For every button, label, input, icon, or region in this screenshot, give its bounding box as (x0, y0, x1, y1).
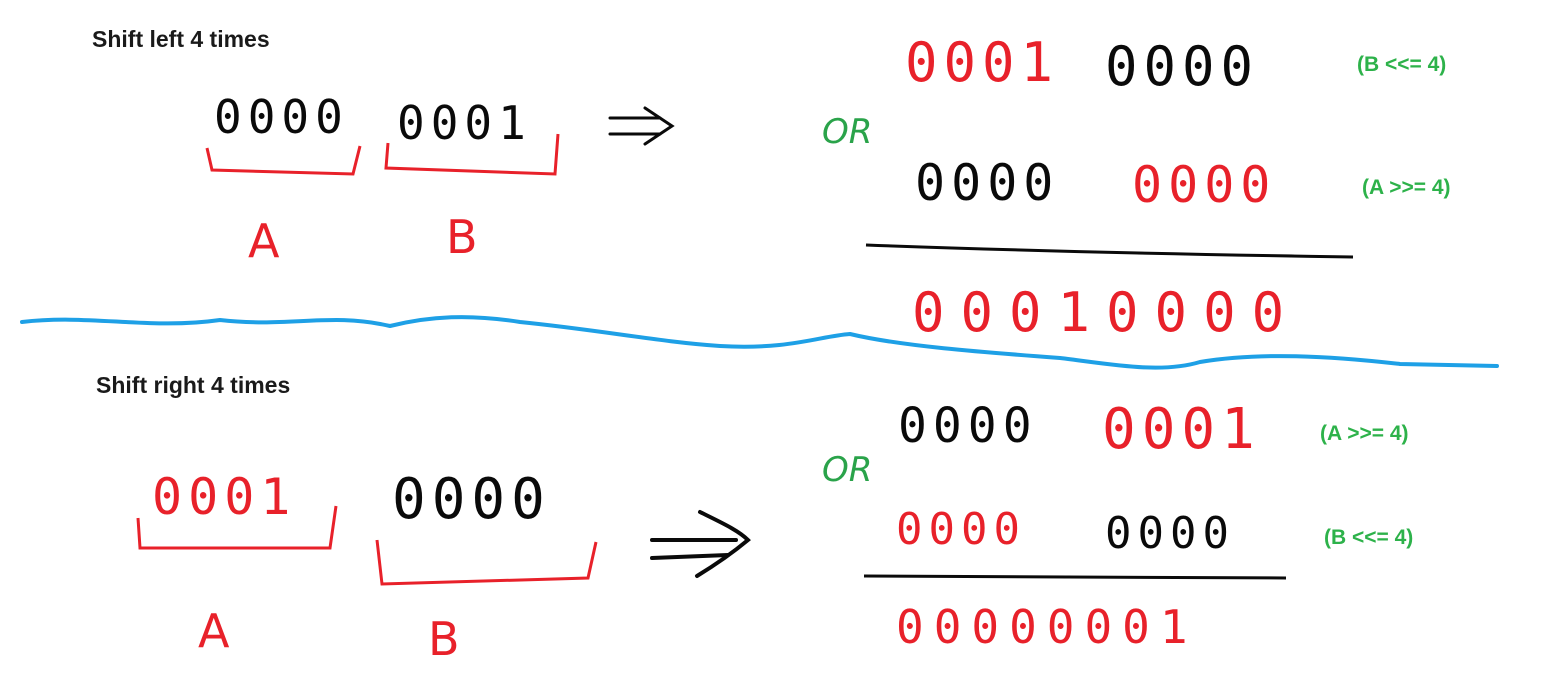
bottom-label-a: A (198, 604, 230, 658)
top-or-label: OR (822, 112, 873, 152)
bottom-row2-note: (B <<= 4) (1324, 526, 1414, 549)
top-label-a: A (248, 214, 280, 268)
bottom-byte-a-bits: 0001 (152, 468, 297, 526)
bottom-row1-note: (A >>= 4) (1320, 422, 1409, 445)
bottom-row1-black-bits: 0000 (898, 398, 1038, 454)
bracket-a-bottom (136, 505, 338, 550)
top-row2-note: (A >>= 4) (1362, 176, 1451, 199)
bracket-b-top (384, 133, 560, 176)
bottom-row2-black-bits: 0000 (1105, 508, 1235, 559)
bracket-b-bottom (375, 539, 598, 586)
bottom-byte-b-bits: 0000 (392, 467, 551, 532)
section-divider-line (20, 315, 1499, 370)
bottom-or-label: OR (822, 450, 873, 490)
bottom-section-heading: Shift right 4 times (96, 372, 291, 398)
top-row2-red-bits: 0000 (1132, 156, 1277, 214)
bracket-a-top (205, 145, 362, 176)
top-section-heading: Shift left 4 times (92, 26, 270, 52)
top-result-bits: 00010000 (912, 281, 1301, 344)
sum-line-top (865, 243, 1354, 259)
bottom-row2-red-bits: 0000 (896, 504, 1026, 555)
top-byte-b-bits: 0001 (397, 96, 532, 150)
bottom-label-b: B (428, 612, 460, 666)
implies-arrow-bottom (650, 510, 751, 578)
top-row1-black-bits: 0000 (1105, 35, 1260, 98)
implies-arrow-top (608, 106, 675, 146)
top-row2-black-bits: 0000 (915, 154, 1060, 212)
bottom-result-bits: 00000001 (896, 600, 1198, 654)
top-label-b: B (446, 210, 478, 264)
top-row1-red-bits: 0001 (905, 31, 1060, 94)
top-byte-a-bits: 0000 (214, 90, 349, 144)
top-row1-note: (B <<= 4) (1357, 53, 1447, 76)
sum-line-bottom (863, 574, 1287, 580)
bottom-row1-red-bits: 0001 (1102, 397, 1261, 462)
